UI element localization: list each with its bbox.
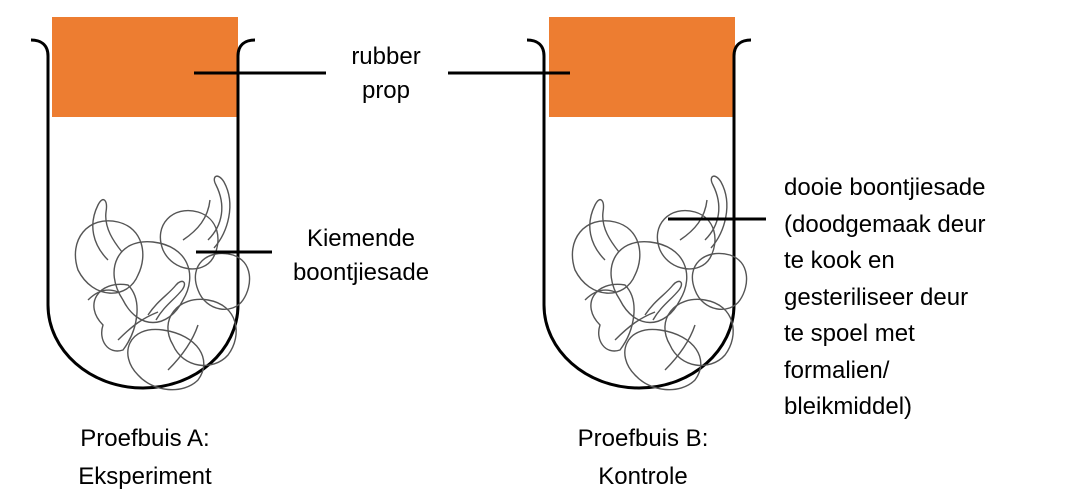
rubber-stopper-a xyxy=(52,17,238,117)
stopper-label-line1: rubber xyxy=(351,43,421,70)
dead-label-line7: bleikmiddel) xyxy=(784,393,913,420)
test-tube-a xyxy=(30,17,256,391)
germinating-seeds-label: Kiemende boontjiesade xyxy=(276,222,446,290)
rubber-stopper-b xyxy=(549,17,735,117)
test-tube-b xyxy=(526,17,752,391)
tube-a-name: Proefbuis A: xyxy=(80,425,210,452)
dead-label-line1: dooie boontjiesade xyxy=(784,174,986,201)
tube-b-glass xyxy=(526,38,752,390)
dead-label-line4: gesteriliseer deur xyxy=(784,283,969,311)
tube-a-caption: Proefbuis A: Eksperiment xyxy=(50,420,240,496)
dead-label-line3: te kook en xyxy=(784,247,895,274)
tube-a-role: Eksperiment xyxy=(78,463,212,490)
stopper-label-line2: prop xyxy=(361,77,411,104)
tube-b-caption: Proefbuis B: Kontrole xyxy=(548,420,738,496)
tube-a-glass xyxy=(30,38,256,390)
germinating-label-line2: boontjiesade xyxy=(292,259,430,286)
dead-label-line5: te spoel met xyxy=(784,320,915,347)
tube-b-name: Proefbuis B: xyxy=(577,425,709,452)
dead-seeds-label: dooie boontjiesade (doodgemaak deur te k… xyxy=(784,170,986,426)
germinating-label-line1: Kiemende xyxy=(306,225,416,252)
bean-seeds-b xyxy=(571,175,748,391)
dead-label-line2: (doodgemaak deur xyxy=(784,210,986,238)
dead-label-line6: formalien/ xyxy=(784,356,890,384)
bean-seeds-a xyxy=(74,175,251,391)
stopper-label: rubber prop xyxy=(336,40,436,108)
tube-b-role: Kontrole xyxy=(598,463,688,490)
